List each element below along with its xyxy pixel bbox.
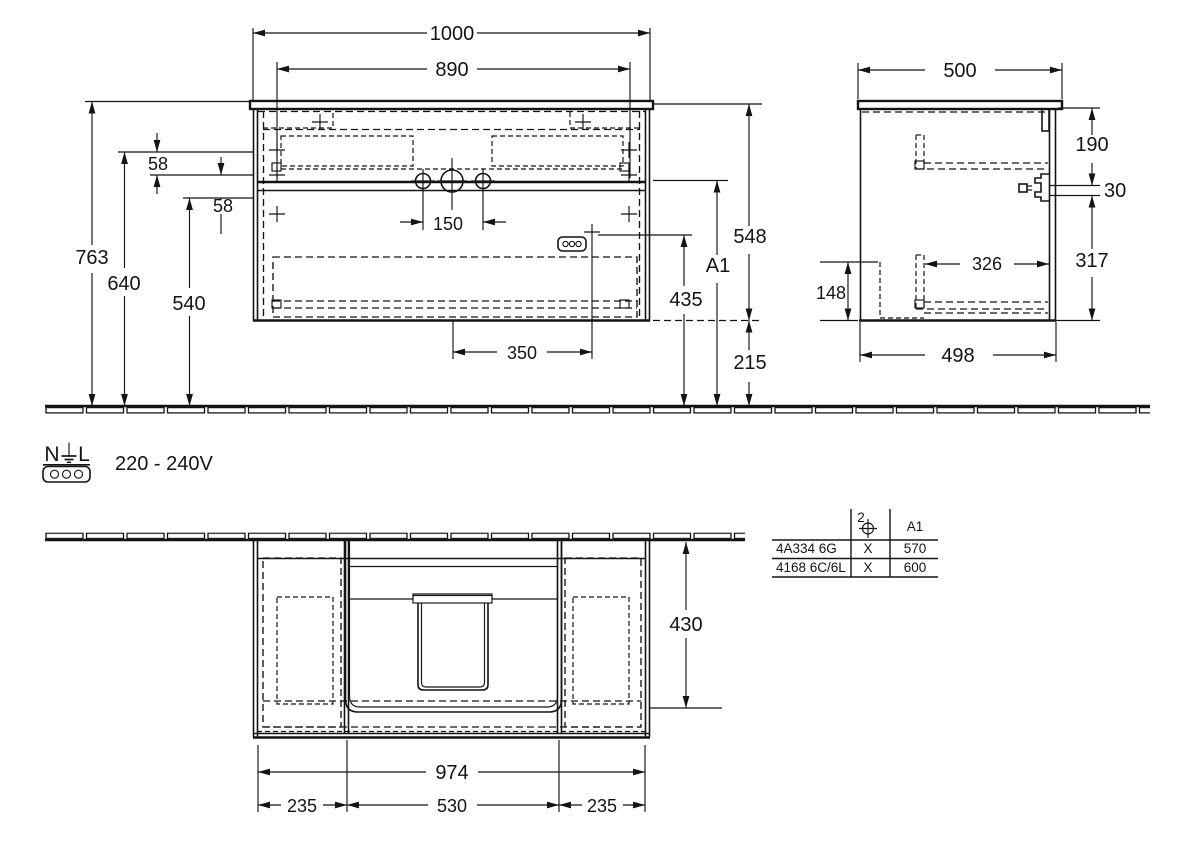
table-row-model: 4A334 6G <box>776 541 837 556</box>
dim-500-label: 500 <box>943 60 976 82</box>
plan-dimension-lines <box>258 542 690 809</box>
dim-190-label: 190 <box>1075 134 1108 156</box>
spec-table: 2 A1 4A334 6G X 570 4168 6C/6L X 600 <box>772 509 938 578</box>
table-row-value: 600 <box>904 560 927 575</box>
dim-58-lower-label: 58 <box>213 196 233 216</box>
dim-430-label: 430 <box>669 614 702 636</box>
live-label: L <box>78 443 90 466</box>
plan-wall-line <box>45 532 745 542</box>
dim-763-label: 763 <box>75 247 108 269</box>
spec-table-grid <box>772 509 938 578</box>
dim-235-right-label: 235 <box>587 796 617 816</box>
earth-ground-icon <box>61 442 77 464</box>
table-row-mark: X <box>863 560 872 575</box>
basin-outline <box>344 541 563 713</box>
electrical-connection: N L 220 - 240V <box>42 442 214 483</box>
dim-30-label: 30 <box>1104 180 1126 202</box>
dim-215-label: 215 <box>733 352 766 374</box>
socket-icon <box>42 465 91 483</box>
power-socket-front <box>557 236 587 252</box>
front-view <box>248 99 655 322</box>
side-view <box>856 99 1100 322</box>
dim-640-label: 640 <box>107 273 140 295</box>
plan-extension-lines <box>257 707 722 812</box>
side-view-dimensions: 500 190 30 317 326 148 498 <box>816 60 1126 367</box>
table-row-model: 4168 6C/6L <box>776 560 846 575</box>
dim-350-label: 350 <box>507 343 537 363</box>
front-view-dimensions: 1000 890 763 640 540 58 58 150 350 435 A… <box>75 23 767 406</box>
floor-line <box>45 404 1150 414</box>
plan-cabinet-outline <box>252 540 651 739</box>
dim-435-label: 435 <box>669 289 702 311</box>
voltage-label: 220 - 240V <box>115 453 214 475</box>
dim-890-label: 890 <box>435 59 468 81</box>
dim-540-label: 540 <box>172 293 205 315</box>
wall-mount-bracket <box>1018 173 1100 202</box>
dim-548-label: 548 <box>733 226 766 248</box>
side-dimension-lines <box>844 66 1096 359</box>
dim-150-label: 150 <box>433 214 463 234</box>
front-dimension-lines <box>88 29 753 406</box>
label-mask <box>208 199 236 214</box>
table-qty-header: 2 <box>857 510 865 525</box>
side-cabinet-outline <box>856 99 1064 322</box>
dim-148-label: 148 <box>816 283 846 303</box>
dim-1000-label: 1000 <box>430 23 475 45</box>
table-row-value: 570 <box>904 541 927 556</box>
dim-235-left-label: 235 <box>287 796 317 816</box>
plan-view <box>45 532 745 739</box>
dim-58-upper-label: 58 <box>148 154 168 174</box>
plan-dashed-lines <box>257 557 646 733</box>
dim-a1-label: A1 <box>706 255 730 277</box>
drain-box <box>412 594 493 691</box>
tap-holes <box>411 158 495 210</box>
dim-974-label: 974 <box>435 762 468 784</box>
front-drawer-dashed-lines <box>258 110 645 318</box>
dim-326-label: 326 <box>972 254 1002 274</box>
dim-530-label: 530 <box>437 796 467 816</box>
neutral-label: N <box>44 443 59 466</box>
drill-hole-icon <box>859 519 877 538</box>
dim-317-label: 317 <box>1075 250 1108 272</box>
side-dashed-lines <box>862 111 1048 319</box>
table-row-mark: X <box>863 541 872 556</box>
table-a1-header: A1 <box>907 519 924 534</box>
dim-498-label: 498 <box>941 345 974 367</box>
plan-view-dimensions: 430 974 235 530 235 <box>257 542 722 816</box>
